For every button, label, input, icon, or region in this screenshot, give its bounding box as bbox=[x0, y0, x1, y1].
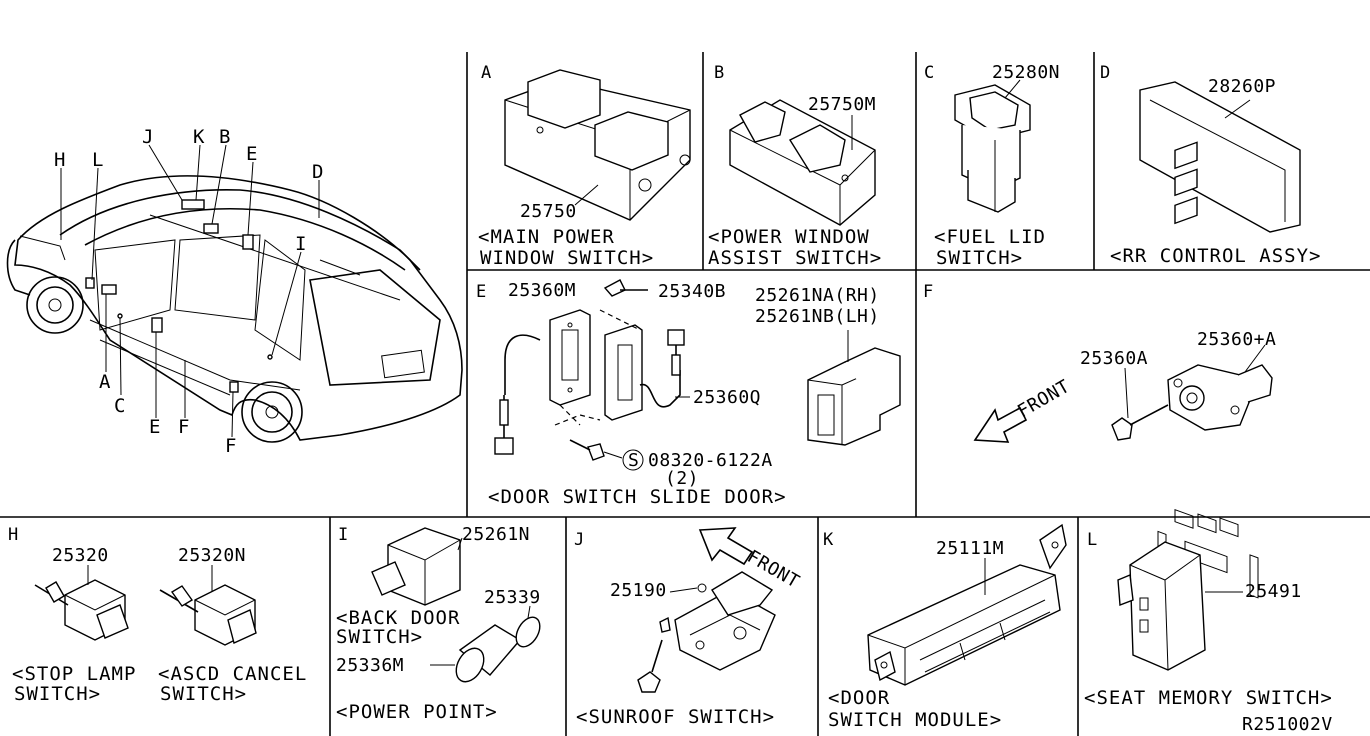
section-letter-e: E bbox=[476, 282, 486, 302]
callout-j: J bbox=[142, 126, 154, 148]
part-number-25190: 25190 bbox=[610, 580, 667, 601]
section-letter-i: I bbox=[338, 525, 348, 545]
reference-code: R251002V bbox=[1242, 714, 1333, 735]
part-number-25360-a: 25360+A bbox=[1197, 329, 1276, 350]
front-label-f: FRONT bbox=[1014, 376, 1074, 423]
bolt-symbol: S bbox=[628, 450, 639, 471]
section-letter-c: C bbox=[924, 63, 934, 83]
panel-c-fuel-lid-switch: C 25280N <FUEL LID SWITCH> bbox=[924, 62, 1060, 269]
part-number-25320: 25320 bbox=[52, 545, 109, 566]
caption-a-line2: WINDOW SWITCH> bbox=[480, 247, 654, 269]
caption-k-line1: <DOOR bbox=[828, 687, 890, 709]
panel-f-door-switch: F FRONT 25360A 25360+A bbox=[923, 282, 1276, 443]
callout-c: C bbox=[114, 395, 126, 417]
callout-f-rear: F bbox=[225, 435, 237, 457]
section-letter-j: J bbox=[574, 530, 584, 550]
caption-e: <DOOR SWITCH SLIDE DOOR> bbox=[488, 486, 787, 508]
callout-e-bottom: E bbox=[149, 416, 161, 438]
caption-k-line2: SWITCH MODULE> bbox=[828, 709, 1002, 731]
part-number-25750: 25750 bbox=[520, 201, 577, 222]
caption-i1-line1: <BACK DOOR bbox=[336, 607, 460, 629]
panel-e-door-switch-slide-door: E S bbox=[476, 279, 901, 508]
caption-c-line2: SWITCH> bbox=[936, 247, 1023, 269]
caption-j: <SUNROOF SWITCH> bbox=[576, 706, 775, 728]
callout-l: L bbox=[92, 149, 104, 171]
section-letter-b: B bbox=[714, 63, 724, 83]
caption-h2-line1: <ASCD CANCEL bbox=[158, 663, 307, 685]
section-letter-k: K bbox=[823, 530, 834, 550]
callout-a: A bbox=[99, 371, 111, 393]
part-number-25261na: 25261NA(RH) bbox=[755, 285, 880, 306]
callout-i: I bbox=[295, 233, 307, 255]
part-number-25360a: 25360A bbox=[1080, 348, 1148, 369]
part-number-25339: 25339 bbox=[484, 587, 541, 608]
callout-e-top: E bbox=[246, 143, 258, 165]
panel-k-door-switch-module: K 25111M <DOOR SWITCH MODULE> bbox=[823, 523, 1067, 731]
panel-d-rr-control-assy: D 28260P <RR CONTROL ASSY> bbox=[1100, 63, 1321, 599]
caption-c-line1: <FUEL LID bbox=[934, 226, 1046, 248]
part-number-25261nb: 25261NB(LH) bbox=[755, 306, 880, 327]
section-letter-l: L bbox=[1087, 530, 1097, 550]
bolt-symbol-circle bbox=[622, 449, 644, 471]
panel-a-main-power-window-switch: A 25750 <MAIN POWER WINDOW SWITCH> bbox=[478, 63, 691, 269]
panel-j-sunroof-switch: J FRONT 25190 <SUNROOF SWITCH> bbox=[574, 527, 803, 728]
part-number-25750m: 25750M bbox=[808, 94, 876, 115]
part-number-25360m: 25360M bbox=[508, 280, 576, 301]
panel-h-stop-lamp-ascd-switch: H 25320 25320N <STOP LAMP SWITCH> <ASCD … bbox=[8, 525, 307, 705]
callout-h: H bbox=[54, 149, 66, 171]
part-number-28260p: 28260P bbox=[1208, 76, 1276, 97]
section-letter-f: F bbox=[923, 282, 933, 302]
caption-h2-line2: SWITCH> bbox=[160, 683, 247, 705]
caption-h1-line2: SWITCH> bbox=[14, 683, 101, 705]
section-letter-a: A bbox=[481, 63, 491, 83]
part-number-25111m: 25111M bbox=[936, 538, 1004, 559]
caption-h1-line1: <STOP LAMP bbox=[12, 663, 136, 685]
part-number-25340b: 25340B bbox=[658, 281, 726, 302]
callout-b: B bbox=[219, 126, 231, 148]
panel-grid bbox=[0, 52, 1370, 736]
part-number-25280n: 25280N bbox=[992, 62, 1060, 83]
vehicle-overview: H L J K B E D I A C E F F bbox=[6, 126, 463, 457]
part-number-25336m: 25336M bbox=[336, 655, 404, 676]
panel-i-back-door-power-point: I 25261N 25339 25336M <BACK DOOR SWITCH>… bbox=[336, 524, 541, 723]
front-arrow-icon bbox=[973, 406, 1028, 443]
caption-i2: <POWER POINT> bbox=[336, 701, 498, 723]
caption-i1-line2: SWITCH> bbox=[336, 626, 423, 648]
callout-k: K bbox=[193, 126, 205, 148]
section-letter-d: D bbox=[1100, 63, 1110, 83]
callout-d: D bbox=[312, 161, 324, 183]
part-number-08320-6122a: 08320-6122A bbox=[648, 450, 773, 471]
panel-b-power-window-assist-switch: B 25750M <POWER WINDOW ASSIST SWITCH> bbox=[708, 63, 882, 269]
front-arrow-icon-j bbox=[698, 527, 754, 566]
part-number-25320n: 25320N bbox=[178, 545, 246, 566]
part-number-25261n: 25261N bbox=[462, 524, 530, 545]
caption-a-line1: <MAIN POWER bbox=[478, 226, 615, 248]
section-letter-h: H bbox=[8, 525, 18, 545]
caption-b-line2: ASSIST SWITCH> bbox=[708, 247, 882, 269]
caption-b-line1: <POWER WINDOW bbox=[708, 226, 870, 248]
panel-l-seat-memory-switch: L 25491 <SEAT MEMORY SWITCH> bbox=[1084, 141, 1333, 709]
callout-f: F bbox=[178, 416, 190, 438]
part-number-25491: 25491 bbox=[1245, 581, 1302, 602]
quantity-2: (2) bbox=[665, 468, 699, 489]
part-number-25360q: 25360Q bbox=[693, 387, 761, 408]
caption-d: <RR CONTROL ASSY> bbox=[1110, 245, 1321, 267]
caption-l: <SEAT MEMORY SWITCH> bbox=[1084, 687, 1333, 709]
